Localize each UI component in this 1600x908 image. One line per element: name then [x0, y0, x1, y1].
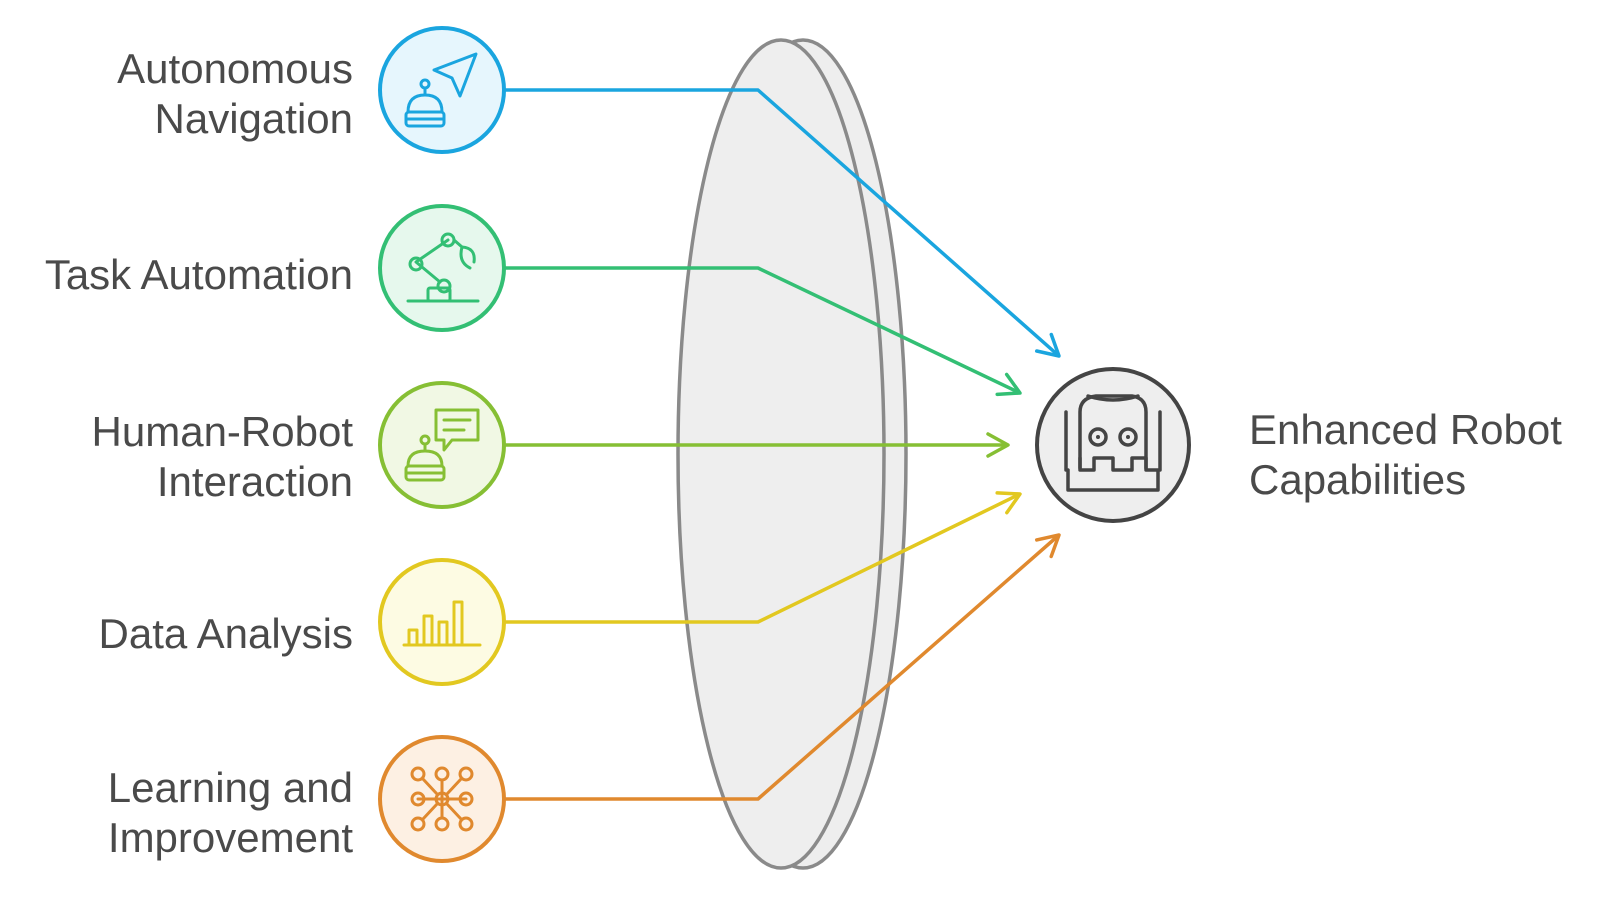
neural-network-icon — [410, 766, 474, 832]
node-output — [1035, 367, 1191, 523]
lens — [676, 38, 908, 870]
arrowhead-hri — [986, 432, 1010, 458]
label-task-automation: Task Automation — [44, 251, 353, 298]
arrowhead-learn — [1034, 533, 1061, 559]
bar-chart-icon — [402, 600, 482, 647]
node-circle-nav — [378, 26, 506, 154]
connector-learn — [504, 533, 1061, 801]
arrowhead-data — [995, 491, 1022, 515]
connector-data — [504, 491, 1022, 624]
robotic-arm-icon — [406, 232, 480, 303]
node-hri — [378, 381, 506, 509]
node-circle-hri — [378, 381, 506, 509]
connectors — [504, 88, 1061, 801]
connector-task — [504, 266, 1022, 397]
connector-hri — [504, 432, 1010, 458]
robot-chat-icon — [404, 408, 480, 482]
node-circle-output — [1035, 367, 1191, 523]
label-data-analysis: Data Analysis — [98, 610, 353, 657]
robot-navigation-icon — [404, 52, 478, 128]
robot-face-icon — [1064, 394, 1162, 492]
node-circle-task — [378, 204, 506, 332]
nodes — [378, 26, 1191, 863]
arrowhead-task — [995, 372, 1022, 397]
node-task — [378, 204, 506, 332]
arrowhead-nav — [1034, 332, 1061, 358]
connector-nav — [504, 88, 1061, 358]
lens-front-face — [676, 38, 886, 870]
node-nav — [378, 26, 506, 154]
node-data — [378, 558, 506, 686]
node-learn — [378, 735, 506, 863]
